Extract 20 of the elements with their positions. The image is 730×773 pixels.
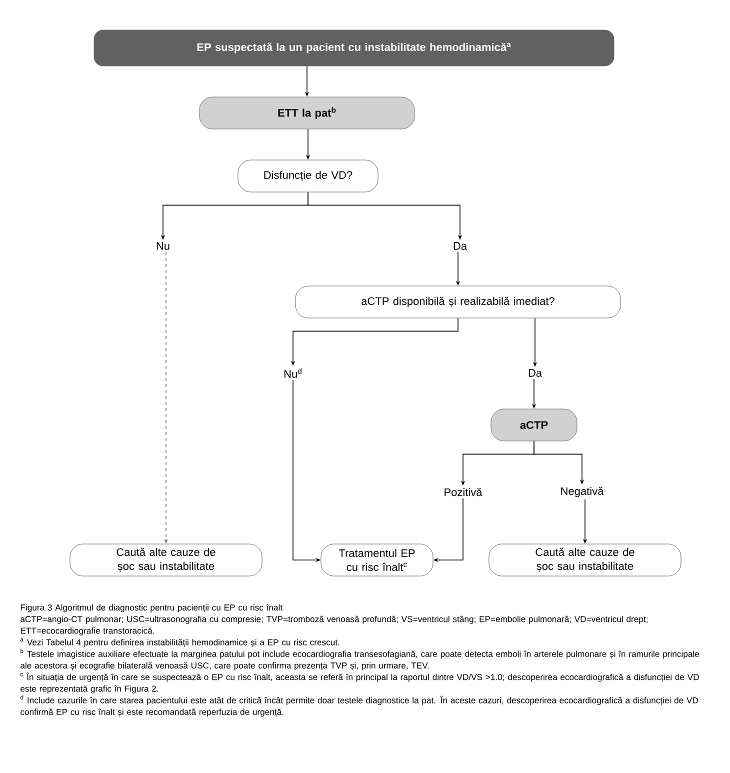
footnote: $^{d}$ Include cazurile în care starea pacientului este atât de critică încât permite doar testele diagnostice la pat. În aceste cazuri, descoperirea ecocardiografică a disfuncției de VD confirmă EP cu risc înalt și este recomandată reperfuzia de urgență. bbox=[20, 695, 698, 717]
branch-label: Nu$^{d}$ bbox=[282, 366, 304, 380]
start-box: EP suspectată la un pacient cu instabilitate hemodinamică$^{a}$ bbox=[94, 30, 614, 66]
footnote: $^{a}$ Vezi Tabelul 4 pentru definirea instabilității hemodinamice și a EP cu risc crescut. bbox=[20, 638, 340, 648]
result-box: Caută alte cauze de șoc sau instabilitate bbox=[70, 544, 262, 576]
branch-label: Da bbox=[526, 367, 544, 379]
branch-label: Negativă bbox=[558, 484, 606, 500]
process-box: aCTP bbox=[490, 408, 578, 442]
footnote: aCTP=angio-CT pulmonar; USC=ultrasonografia cu compresie; TVP=tromboză venoasă profundă; VS=ventricul stâng; EP=embolie pulmonară; VD=ventricul drept; ETT=ecocardiografie transtoracică. bbox=[20, 616, 648, 636]
branch-label: Da bbox=[450, 240, 470, 252]
decision-box: Disfuncție de VD? bbox=[238, 160, 378, 192]
caption: Figura 3 Algoritmul de diagnostic pentru pacienții cu EP cu risc înalt bbox=[20, 604, 282, 612]
footnote: $^{b}$ Testele imagistice auxiliare efectuate la marginea patului pot include ecocardiografia transesofagiană, care poate detecta emboli în arterele pulmonare și în ramurile principale ale acestora și ecografie bilaterală venoasă USC, care poate confirma prezența TVP și, prin urmare, TEV. bbox=[20, 648, 699, 670]
branch-label: Pozitivă bbox=[442, 486, 484, 498]
result-box: Tratamentul EP cu risc înalt$^{c}$ bbox=[320, 544, 434, 576]
decision-box: aCTP disponibilă și realizabilă imediat? bbox=[295, 286, 621, 318]
process-box: ETT la pat$^{b}$ bbox=[199, 96, 415, 130]
branch-label: Nu bbox=[154, 240, 172, 252]
result-box: Caută alte cauze de șoc sau instabilitate bbox=[488, 544, 682, 576]
footnote: $^{c}$ În situația de urgență în care se suspectează o EP cu risc înalt, aceasta se referă în principal la raportul dintre VD/VS >1.0; descoperirea ecocardiografică a disfuncției de VD este reprezentată grafic în Figura 2. bbox=[20, 672, 699, 694]
